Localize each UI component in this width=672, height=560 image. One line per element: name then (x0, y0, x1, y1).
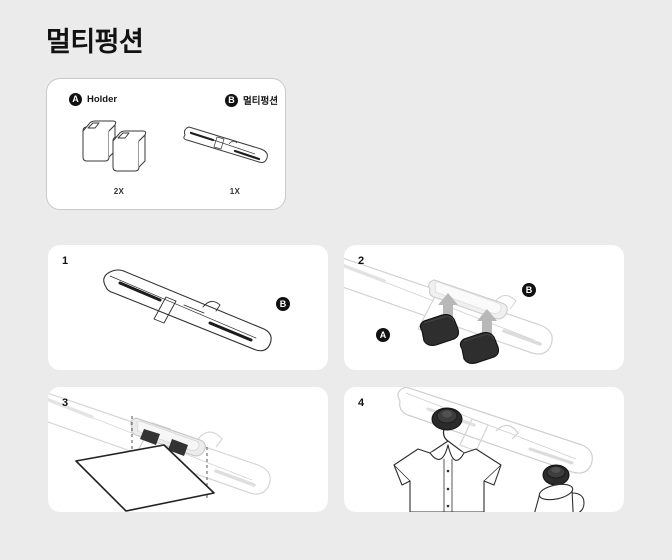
step-2-illustration (344, 245, 624, 370)
step-2-badge-a: A (376, 328, 390, 342)
part-quantity-multifunction: 1X (229, 187, 241, 196)
part-badge-a: A (69, 93, 82, 106)
step-panel-3: 3 (48, 387, 328, 512)
part-label-holder: Holder (87, 94, 118, 105)
step-number-3: 3 (62, 397, 69, 409)
part-badge-b: B (225, 93, 238, 107)
step-3-illustration (48, 387, 328, 512)
step-panel-4: 4 (344, 387, 624, 512)
part-item-holder: A Holder (69, 79, 169, 209)
part-header: A Holder (69, 93, 117, 106)
step-2-badge-b: B (522, 283, 536, 297)
step-1-illustration (48, 245, 328, 370)
part-quantity-holder: 2X (113, 187, 125, 196)
part-header: B 멀티펑션 (225, 93, 278, 107)
step-panel-2: 2 (344, 245, 624, 370)
holder-clip-pair-icon (69, 109, 169, 175)
step-number-1: 1 (62, 255, 69, 267)
part-item-multifunction: B 멀티펑션 1X (177, 79, 278, 209)
parts-list-card: A Holder (46, 78, 286, 210)
step-4-illustration (344, 387, 624, 512)
step-number-2: 2 (358, 255, 365, 267)
part-label-multifunction: 멀티펑션 (243, 96, 278, 107)
multifunction-bar-icon (177, 109, 277, 175)
step-number-4: 4 (358, 397, 365, 409)
page-title: 멀티펑션 (46, 27, 144, 57)
step-panel-1: 1 B (48, 245, 328, 370)
step-1-badge-b: B (276, 297, 290, 311)
